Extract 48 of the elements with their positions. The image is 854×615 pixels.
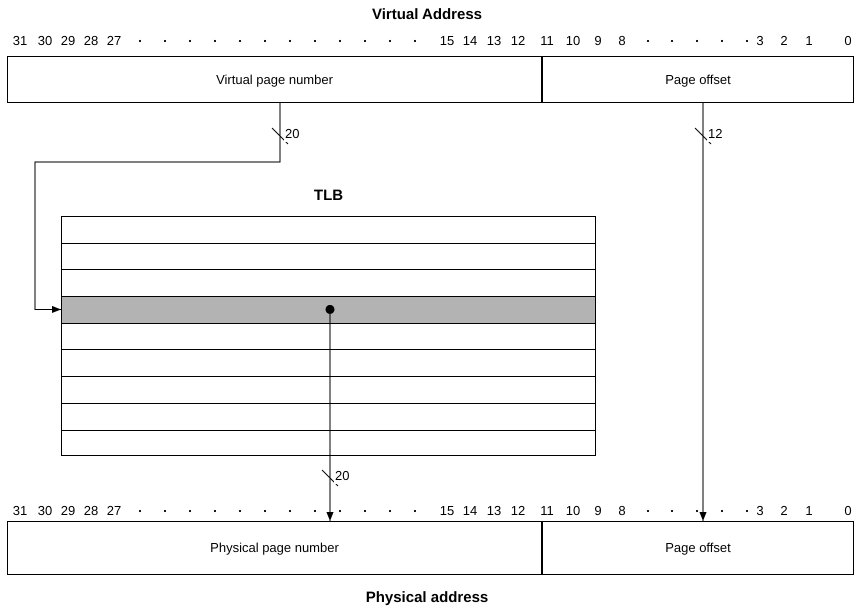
arrow: [699, 102, 707, 522]
bit-number: 28: [84, 503, 98, 519]
arrow: [326, 304, 334, 522]
table-heading: TLB: [312, 186, 344, 206]
bit-number: 1: [805, 503, 813, 519]
bit-number: 27: [106, 33, 122, 49]
bit-number: 13: [486, 33, 502, 49]
highlighted-row: [62, 297, 595, 324]
bit-number: 2: [780, 33, 788, 49]
bit-number: 30: [38, 503, 52, 519]
bit-number: 3: [756, 503, 764, 519]
bit-number: 29: [60, 503, 76, 519]
edge-label: 20: [334, 468, 350, 484]
bit-number: 9: [594, 503, 602, 519]
arrow: [34, 102, 280, 314]
bit-number: 8: [618, 503, 626, 519]
diagram-title: Virtual Address: [370, 5, 484, 25]
edge-label: 12: [707, 126, 724, 142]
bit-number: 12: [510, 33, 526, 49]
diagram-caption: Physical address: [364, 588, 490, 608]
bit-number: 3: [756, 33, 764, 49]
bit-number: 2: [780, 503, 788, 519]
bit-number: 1: [805, 33, 813, 49]
bit-number: 9: [594, 33, 602, 49]
bit-number: 30: [38, 33, 52, 49]
bit-number: 11: [540, 33, 554, 49]
bit-number: 31: [12, 33, 28, 49]
address-field: Page offset: [542, 56, 854, 103]
bit-number: 12: [510, 503, 526, 519]
edge-label: 20: [284, 126, 300, 142]
bit-number: 8: [618, 33, 626, 49]
bit-number: 11: [540, 503, 554, 519]
bit-number: 31: [12, 503, 28, 519]
address-field: Page offset: [542, 521, 854, 575]
bit-number: 14: [462, 33, 478, 49]
bit-number: 29: [60, 33, 76, 49]
bit-number: 27: [106, 503, 122, 519]
bit-number: 15: [440, 33, 454, 49]
address-field: Physical page number: [7, 521, 542, 575]
bit-number: 0: [844, 503, 852, 519]
bit-number: 15: [440, 503, 454, 519]
bit-number: 10: [566, 503, 580, 519]
bit-number: 10: [566, 33, 580, 49]
address-field: Virtual page number: [7, 56, 542, 103]
bit-number: 14: [462, 503, 478, 519]
bit-number: 0: [844, 33, 852, 49]
bit-number: 28: [84, 33, 98, 49]
bit-number: 13: [486, 503, 502, 519]
